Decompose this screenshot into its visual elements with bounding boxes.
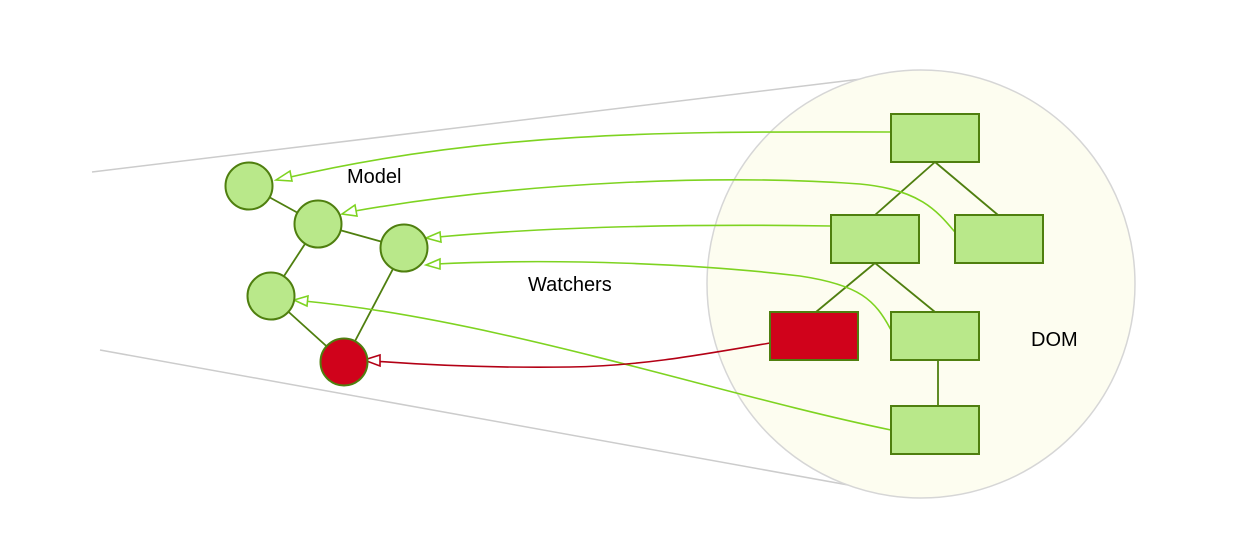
zoom-line-bottom	[99, 349, 877, 491]
watcher-arrowheads	[273, 169, 442, 368]
dom-node	[890, 405, 980, 455]
arrowhead	[423, 230, 442, 244]
watcher-arrow	[354, 179, 961, 239]
model-node	[224, 161, 274, 211]
watcher-arrow	[303, 300, 892, 431]
model-node	[319, 337, 369, 387]
dom-node	[890, 311, 980, 361]
arrowhead	[273, 169, 293, 182]
dom-edge	[874, 161, 936, 216]
watcher-arrow	[437, 224, 832, 238]
dom-label: DOM	[1031, 329, 1078, 351]
dom-tree-edges	[815, 161, 999, 406]
arrowhead	[423, 257, 441, 271]
dom-nodes	[769, 113, 1044, 455]
dom-node	[954, 214, 1044, 264]
dom-node	[830, 214, 920, 264]
watcher-arrow	[285, 131, 892, 179]
dom-edge	[874, 262, 936, 313]
zoom-line-top	[91, 75, 887, 173]
dom-node	[890, 113, 980, 163]
arrowhead	[339, 203, 358, 217]
model-node	[246, 271, 296, 321]
model-node	[293, 199, 343, 249]
model-node	[379, 223, 429, 273]
dom-node	[769, 311, 859, 361]
watcher-arrows	[285, 131, 961, 431]
watchers-label: Watchers	[528, 274, 612, 296]
model-nodes	[224, 161, 429, 387]
model-label: Model	[347, 166, 401, 188]
arrowhead	[291, 294, 309, 308]
arrowhead	[361, 353, 381, 368]
watcher-arrow	[435, 260, 892, 331]
watcher-arrow	[372, 342, 771, 369]
dom-edge	[934, 161, 999, 216]
dom-bubble	[706, 69, 1136, 499]
